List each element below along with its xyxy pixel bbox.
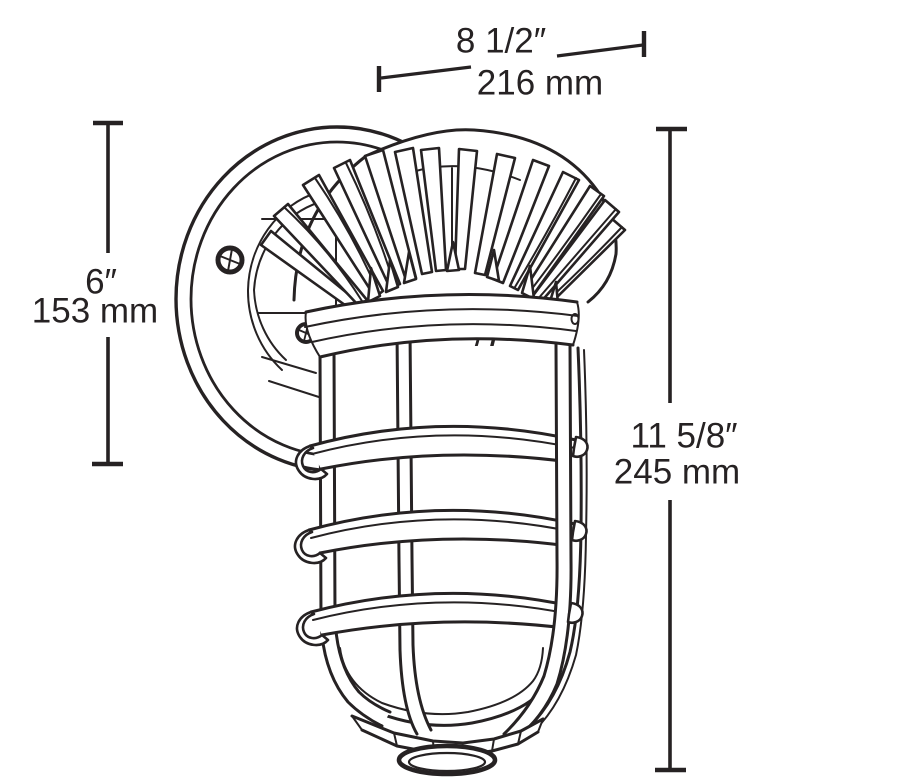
band-screw-hole <box>570 313 580 325</box>
top-dimension <box>376 31 647 92</box>
dimension-height-imperial: 11 5/8″ <box>630 416 738 456</box>
right-dimension <box>655 126 687 773</box>
guard-ring <box>295 591 573 647</box>
guard-ring <box>294 424 578 481</box>
bracket-line <box>268 380 323 399</box>
left-dimension <box>92 120 123 467</box>
bracket-line <box>261 356 317 374</box>
dimension-height-metric: 245 mm <box>613 452 741 492</box>
heat-sink-fin-crown <box>257 128 627 338</box>
dimension-top-metric: 216 mm <box>476 63 604 103</box>
guard-ring <box>293 508 577 565</box>
mounting-screw-icon <box>215 245 245 275</box>
dimension-top-imperial: 8 1/2″ <box>455 21 547 61</box>
bottom-opening <box>396 743 498 777</box>
dimension-plate-imperial: 6″ <box>85 262 117 302</box>
dimension-plate-metric: 153 mm <box>31 291 159 331</box>
cage-top-band <box>304 292 580 359</box>
guard-cage-bars-right <box>502 342 589 743</box>
